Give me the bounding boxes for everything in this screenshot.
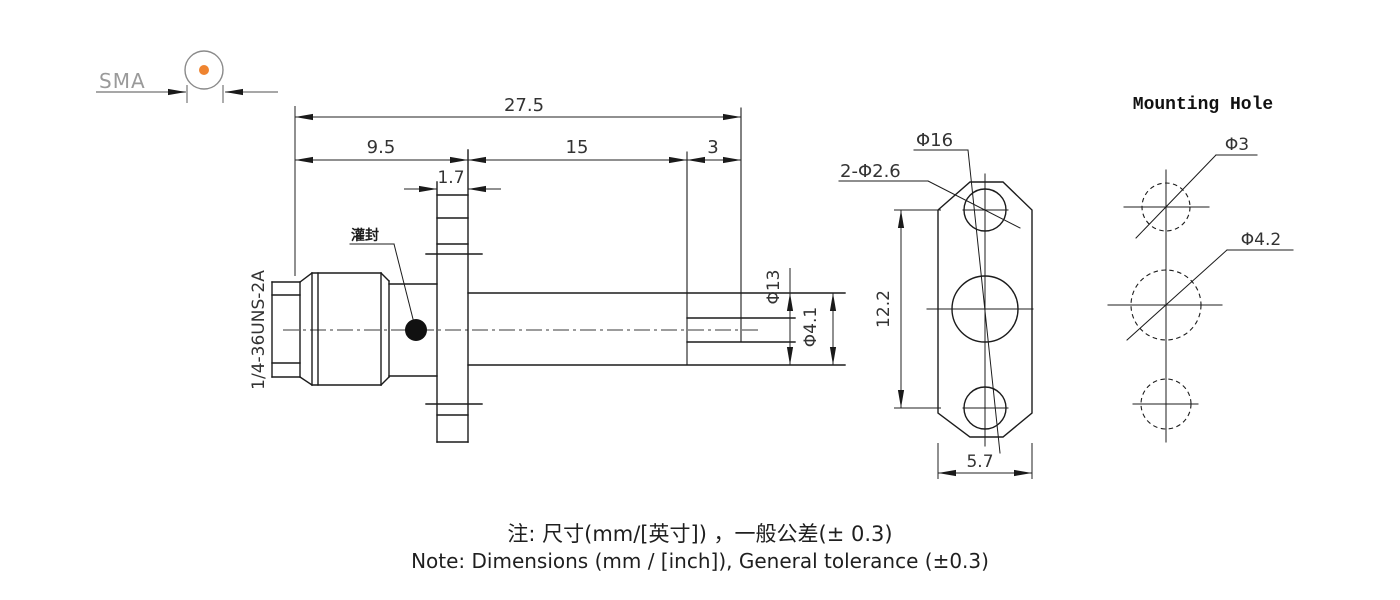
note-line-chinese: 注: 尺寸(mm/[英寸]) ，一般公差(± 0.3) — [507, 522, 892, 546]
dim-flange-thickness-label: 1.7 — [437, 168, 464, 188]
side-view: 灌封 1/4-36UNS-2A 27.5 9.5 15 3 1.7 Φ13 Φ4… — [249, 95, 846, 443]
mounting-hole-title: Mounting Hole — [1133, 95, 1273, 115]
barrel-outline — [467, 107, 846, 366]
dim-hole-spacing-label: 12.2 — [874, 290, 894, 328]
dim-tip-dia-label: Φ4.1 — [801, 307, 821, 347]
small-hole-leader — [1135, 154, 1217, 239]
dim-hole-small-label: Φ3 — [1225, 135, 1249, 155]
coupling-nut-outline — [271, 272, 438, 386]
mounting-hole-view: Mounting Hole Φ3 Φ4.2 — [1107, 95, 1294, 443]
flange-front-view: 2-Φ2.6 Φ16 12.2 5.7 — [838, 130, 1034, 479]
dim-tip-length-label: 3 — [707, 137, 718, 158]
potting-dot — [405, 319, 427, 341]
large-hole-leader — [1126, 249, 1228, 341]
note-line-english: Note: Dimensions (mm / [inch]), General … — [411, 549, 989, 573]
dim-hole-large-label: Φ4.2 — [1241, 230, 1281, 250]
potting-label: 灌封 — [351, 227, 379, 244]
thread-spec-label: 1/4-36UNS-2A — [249, 270, 269, 390]
dim-left-length-label: 9.5 — [367, 137, 396, 158]
sma-connector-circle — [184, 50, 224, 90]
dim-total-length-label: 27.5 — [504, 95, 544, 116]
dim-body-dia-label: Φ13 — [764, 269, 784, 304]
sma-symbol: SMA — [96, 50, 278, 103]
notes: 注: 尺寸(mm/[英寸]) ，一般公差(± 0.3) Note: Dimens… — [411, 522, 989, 573]
dim-flange-width-label: 5.7 — [966, 452, 993, 472]
flange-octagon-outline — [937, 181, 1033, 438]
dim-mount-holes-label: 2-Φ2.6 — [840, 161, 901, 182]
dim-flange-dia-label: Φ16 — [916, 130, 953, 151]
potting-leader — [393, 243, 414, 320]
sma-label: SMA — [99, 69, 146, 93]
flange-section-outline — [425, 149, 483, 443]
sma-center-pin-dot — [199, 65, 209, 75]
flange-dia-leader — [967, 149, 1001, 454]
dim-mid-length-label: 15 — [566, 137, 589, 158]
